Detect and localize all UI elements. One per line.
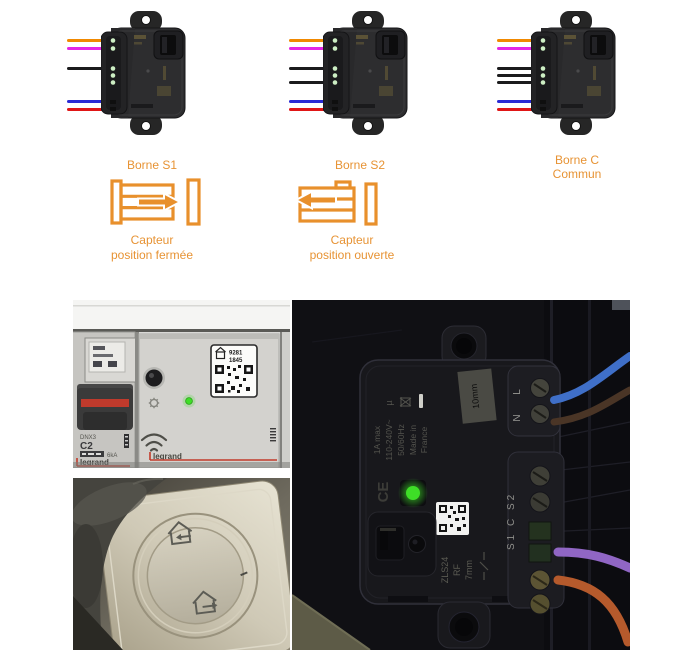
wires-s2 [275, 8, 425, 146]
sensor-caption-open-line2: position ouverte [309, 248, 395, 262]
terminal-label-l: L [512, 389, 523, 395]
qr-code-label: 9281 1845 [210, 344, 258, 398]
qr-number-line2: 1845 [229, 358, 243, 364]
wire-blue [497, 100, 543, 103]
wire-black [497, 74, 543, 77]
relay-contact-symbol [479, 552, 489, 580]
wire-black [289, 67, 335, 70]
module-markings: 1A max 110-240V~ µ 50/60Hz Made in Franc… [372, 394, 429, 461]
photo-module-closeup: 1A max 110-240V~ µ 50/60Hz Made in Franc… [292, 300, 630, 650]
micromodule-illustration [101, 8, 191, 138]
wires-s1 [53, 8, 203, 146]
breaker-breaking-capacity: 6kA [107, 453, 117, 459]
gloved-hand [73, 478, 167, 650]
wifi-icon [140, 433, 168, 452]
wire-orange [289, 39, 335, 42]
sensor-caption-open-line1: Capteur [330, 233, 374, 247]
module-button [408, 535, 426, 553]
wire-magenta [289, 47, 335, 50]
strip-length-top: 10mm [469, 383, 482, 409]
photo-din-rail: DNX3 C2 6kA legrand [73, 300, 290, 468]
sensor-terminal-labels: S1 C S2 [506, 492, 517, 550]
marking-micro: µ [384, 400, 394, 405]
gear-icon [148, 397, 160, 409]
gate-closing-icon [110, 178, 201, 226]
wiring-diagram-s1 [53, 8, 203, 146]
pairing-button [145, 369, 163, 387]
ce-mark: CE [375, 482, 392, 503]
wire-orange [497, 39, 543, 42]
blue-wire [550, 352, 630, 404]
sensor-caption-closed: Capteur position fermée [82, 233, 222, 263]
marking-current: 1A max [372, 425, 382, 454]
gateway-brand-logo: legrand [153, 452, 182, 461]
gate-opening-icon [293, 180, 378, 226]
button-notch [240, 571, 248, 577]
house-arrow-out-icon [192, 590, 218, 615]
orange-wire [553, 575, 630, 647]
wiring-diagram-s2 [275, 8, 425, 146]
strip-length-bottom: 7mm [464, 560, 474, 580]
house-arrow-in-icon [167, 520, 193, 546]
terminal-label-c-line1: Borne C [554, 153, 600, 167]
model-markings: ZLS24 RF 7mm [440, 552, 489, 584]
wireless-gateway: 9281 1845 legr [138, 333, 280, 468]
wire-blue [289, 100, 335, 103]
terminal-label-n: N [512, 414, 523, 421]
terminal-label-s2: Borne S2 [334, 158, 386, 172]
wire-blue [67, 100, 113, 103]
wire-red [497, 108, 543, 111]
circuit-breaker: DNX3 C2 6kA legrand [73, 331, 138, 468]
connected-wires [550, 352, 630, 647]
rocker-button [146, 526, 245, 625]
wire-red [289, 108, 335, 111]
sensor-terminal-block: S1 C S2 [506, 451, 565, 615]
sensor-caption-closed-line1: Capteur [130, 233, 174, 247]
micromodule-illustration [323, 8, 413, 138]
marking-origin-line2: France [419, 427, 429, 454]
breaker-model: DNX3 [80, 435, 97, 441]
wire-red [67, 108, 113, 111]
wire-black [497, 81, 543, 84]
model-name: ZLS24 [440, 557, 450, 584]
status-led [406, 486, 420, 500]
purple-wire [553, 547, 630, 573]
qr-code [436, 502, 469, 535]
wire-orange [67, 39, 113, 42]
wire-magenta [497, 47, 543, 50]
sensor-caption-open: Capteur position ouverte [282, 233, 422, 263]
sensor-caption-closed-line2: position fermée [110, 248, 194, 262]
radio-marking: RF [452, 564, 462, 576]
weee-bin-icon [399, 397, 412, 407]
wire-black [497, 67, 543, 70]
photo-wall-switch [73, 478, 290, 650]
breaker-rating: C2 [80, 441, 93, 452]
side-barcode [270, 428, 276, 442]
wiring-diagram-c [483, 8, 633, 146]
switch-plate [96, 480, 290, 650]
qr-number-line1: 9281 [229, 351, 243, 357]
brown-wire [550, 386, 630, 426]
wire-black [289, 81, 335, 84]
wire-magenta [67, 47, 113, 50]
wire-black [67, 67, 113, 70]
wires-c [483, 8, 633, 146]
power-terminal-block: L N [507, 365, 561, 437]
marking-frequency: 50/60Hz [396, 424, 406, 456]
terminal-label-c: Borne C Commun [517, 153, 637, 181]
strip-length-patch: 10mm [457, 368, 497, 424]
pairing-button-area [367, 511, 437, 577]
qr-pattern [215, 365, 253, 393]
marking-origin-line1: Made in [408, 425, 418, 456]
status-led [185, 397, 193, 405]
micromodule-illustration [531, 8, 621, 138]
terminal-label-c-line2: Commun [552, 167, 602, 181]
terminal-label-s1: Borne S1 [126, 158, 178, 172]
marking-voltage: 110-240V~ [384, 419, 394, 460]
